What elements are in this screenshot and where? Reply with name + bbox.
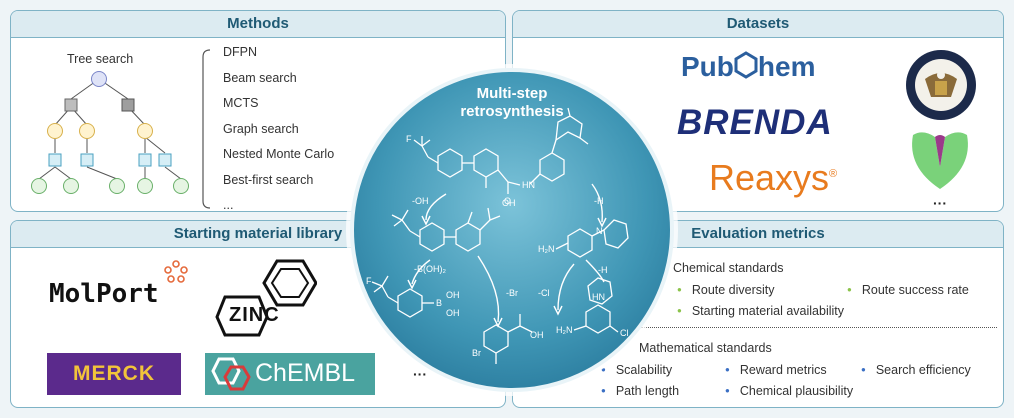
chemical-item: Route success rate — [847, 283, 969, 297]
chemical-item: Starting material availability — [677, 304, 844, 318]
tree-search-diagram — [31, 71, 189, 194]
method-item: Beam search — [223, 70, 297, 85]
atom-label: OH — [530, 330, 544, 340]
math-item: Search efficiency — [861, 363, 971, 377]
chembl-logo: ChEMBL — [205, 353, 375, 395]
atom-label: B — [436, 298, 442, 308]
pubchem-text-b: hem — [757, 51, 816, 82]
root-node — [91, 71, 107, 87]
molport-logo: MolPort — [49, 279, 159, 309]
atom-label: OH — [502, 198, 516, 208]
zinc-logo-icon — [215, 259, 317, 337]
dotted-divider — [641, 327, 997, 328]
math-item: Chemical plausibility — [725, 384, 853, 398]
reaxys-text: Reaxys — [709, 157, 830, 198]
atom-label: HN — [522, 180, 535, 190]
merck-logo: MERCK — [47, 353, 181, 395]
method-item: Nested Monte Carlo — [223, 147, 335, 161]
math-standards-title: Mathematical standards — [639, 341, 772, 355]
atom-label: HN — [592, 292, 605, 302]
reaxys-logo: Reaxys® — [709, 157, 837, 199]
chembl-hex-icon — [211, 357, 251, 391]
method-item: ... — [223, 198, 234, 212]
label-boh2: -B(OH)₂ — [414, 264, 446, 274]
label-oh: -OH — [412, 196, 429, 206]
zinc-logo: ZINC — [229, 304, 280, 326]
label-br: -Br — [506, 288, 518, 298]
atom-label: H₂N — [556, 325, 573, 335]
atom-label: OH — [446, 290, 460, 300]
center-title-2: retrosynthesis — [460, 103, 563, 120]
method-item: Best-first search — [223, 172, 314, 187]
chembl-text: ChEMBL — [255, 359, 356, 387]
method-item: MCTS — [223, 96, 259, 110]
methods-title: Methods — [11, 11, 505, 38]
molport-flower-icon — [164, 260, 188, 283]
methods-list: DFPN Beam search MCTS Graph search Neste… — [223, 45, 335, 212]
atom-label: H₂N — [538, 244, 555, 254]
reaction-arrows — [407, 183, 607, 328]
atom-label: Cl — [620, 328, 629, 338]
label-h2: -H — [598, 265, 608, 275]
hexagon-icon — [734, 51, 758, 79]
math-item: Reward metrics — [725, 363, 827, 377]
chemical-item: Route diversity — [677, 283, 775, 297]
atom-label: OH — [446, 308, 460, 318]
atom-label: Br — [472, 348, 481, 358]
atom-label: O — [504, 196, 511, 206]
gray-node — [64, 98, 78, 112]
atom-label: F — [366, 276, 372, 286]
retrosynthesis-circle: Multi-step retrosynthesis — [346, 64, 678, 396]
atom-label: F — [406, 134, 412, 144]
green-shield-logo-icon — [912, 132, 968, 189]
math-item: Path length — [601, 384, 679, 398]
bracket-icon — [202, 49, 211, 209]
patent-office-seal-icon — [906, 50, 976, 120]
method-item: DFPN — [223, 45, 258, 59]
gray-node — [121, 98, 135, 112]
brenda-logo: BRENDA — [677, 103, 833, 142]
label-cl: -Cl — [538, 288, 550, 298]
atom-label: N — [596, 226, 603, 236]
datasets-more: ··· — [933, 195, 947, 211]
center-title-1: Multi-step — [477, 85, 548, 102]
datasets-title: Datasets — [513, 11, 1003, 38]
merck-text: MERCK — [73, 362, 155, 385]
molecule-structures — [371, 107, 629, 364]
tree-search-label: Tree search — [67, 52, 134, 66]
chemical-standards-title: Chemical standards — [673, 261, 784, 275]
method-item: Graph search — [223, 121, 299, 136]
label-h: -H — [594, 196, 604, 206]
pubchem-text-a: Pub — [681, 51, 734, 82]
math-item: Scalability — [601, 363, 672, 377]
registered-mark: ® — [829, 168, 838, 180]
